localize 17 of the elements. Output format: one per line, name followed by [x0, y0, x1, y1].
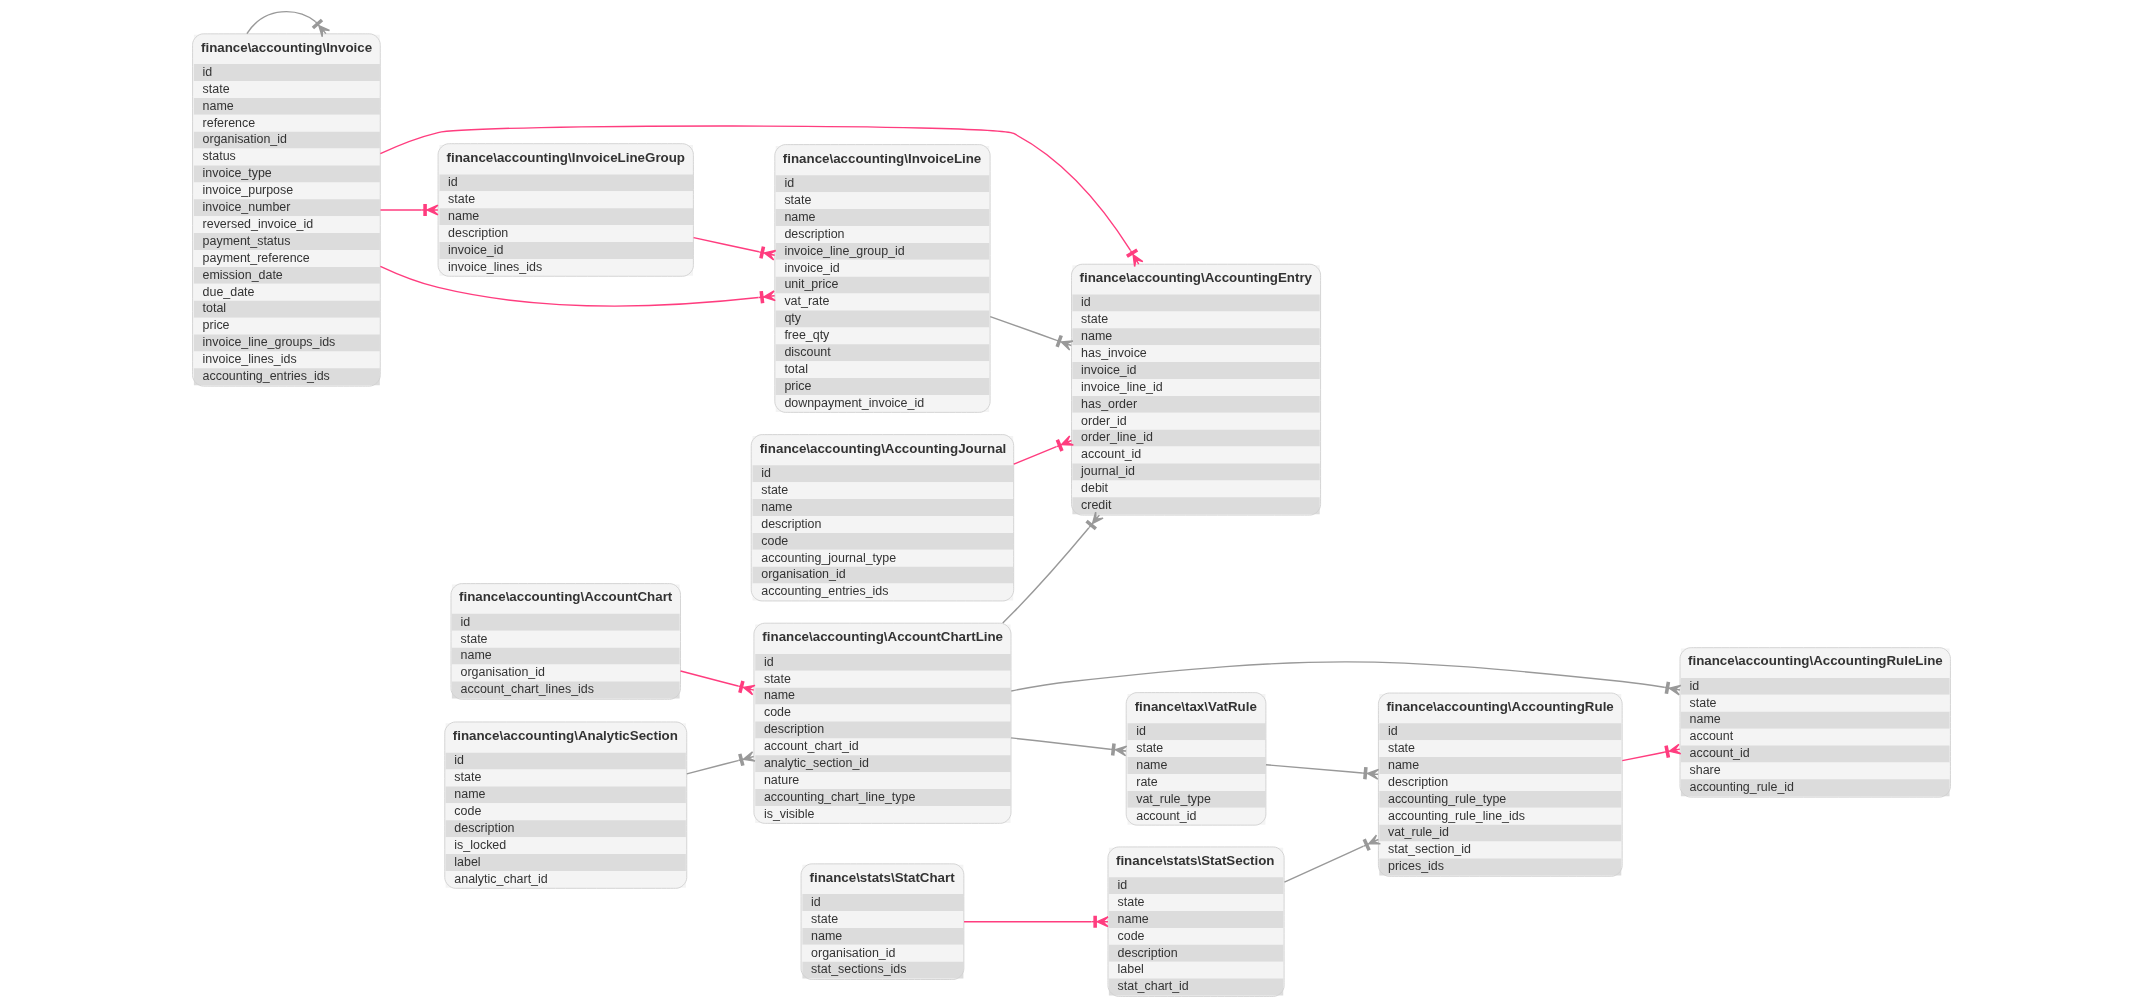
- connector: [1265, 764, 1380, 780]
- connector: [1013, 435, 1074, 465]
- connector: [1010, 661, 1682, 696]
- node-text: finance\accounting\AccountChart id state name organisation_id account_chart_lines_ids: [459, 589, 673, 697]
- connector: [246, 10, 331, 38]
- connector: [1002, 511, 1104, 624]
- connector: [679, 670, 756, 696]
- connector: [379, 125, 1144, 268]
- node-text: finance\accounting\AccountingEntry id state name has_invoice invoice_id invoice_line_id has_order order_id order_line_id account_id journal_id debit credit: [1079, 270, 1313, 513]
- connector: [686, 751, 756, 775]
- connector: [379, 203, 439, 217]
- connector: [1621, 743, 1682, 762]
- connector: [1283, 834, 1382, 883]
- connector: [1010, 737, 1128, 757]
- connector: [989, 315, 1074, 351]
- connector: [963, 915, 1109, 928]
- connector: [692, 236, 777, 261]
